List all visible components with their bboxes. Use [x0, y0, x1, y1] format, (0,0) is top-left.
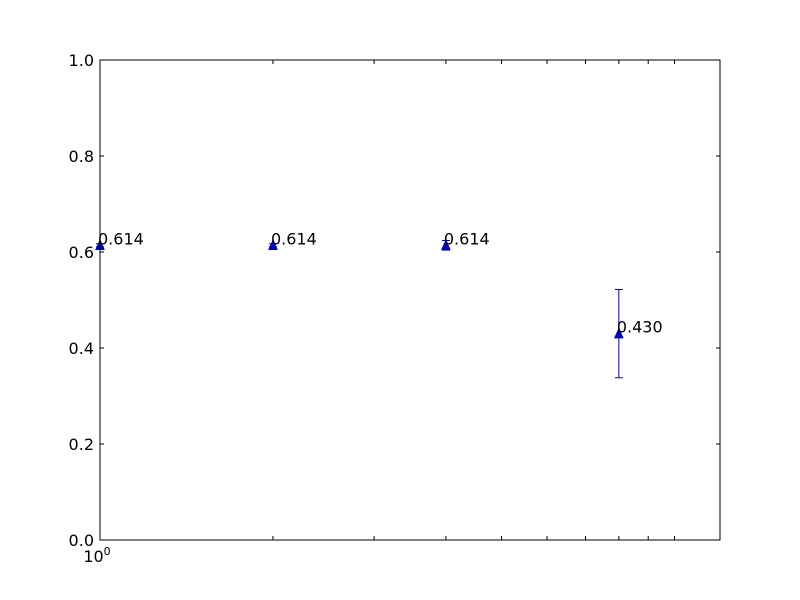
plot-frame — [99, 59, 721, 541]
y-tick-label: 0.0 — [69, 531, 94, 550]
data-label: 0.614 — [98, 229, 144, 248]
data-label: 0.614 — [271, 229, 317, 248]
plot-background — [100, 60, 720, 540]
y-tick-label: 0.8 — [69, 147, 94, 166]
y-tick-label: 0.4 — [69, 339, 94, 358]
triangle-marker — [268, 239, 278, 251]
x-tick-label-base: 10 — [83, 547, 103, 566]
x-tick-label: 100 — [83, 545, 110, 566]
y-tick-label: 0.6 — [69, 243, 94, 262]
y-tick-label: 0.2 — [69, 435, 94, 454]
triangle-marker — [441, 239, 451, 251]
data-label: 0.430 — [617, 318, 663, 337]
x-tick-label-exponent: 0 — [104, 545, 111, 558]
y-tick-label: 1.0 — [69, 51, 94, 70]
axis-tick-labels: 0.0 0.2 0.4 0.6 0.8 1.0 100 — [69, 51, 111, 566]
data-points: 0.614 0.614 0.614 0.430 — [95, 229, 663, 379]
triangle-marker — [613, 327, 624, 339]
data-label: 0.614 — [444, 229, 490, 248]
